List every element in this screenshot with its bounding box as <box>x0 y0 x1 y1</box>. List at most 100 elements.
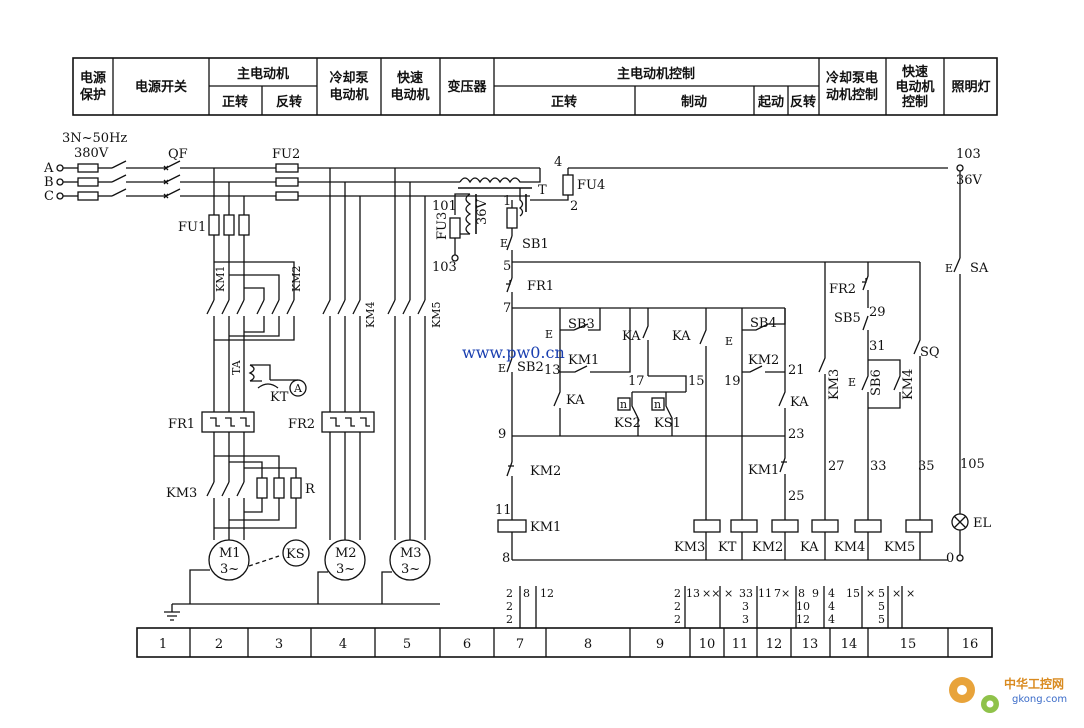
zone-2: 2 <box>215 637 223 652</box>
hdr-lamp: 照明灯 <box>951 79 990 95</box>
hdr-ctrl-start: 起动 <box>757 94 784 110</box>
node-103-right: 103 <box>956 147 981 162</box>
coil-km4: KM4 <box>834 540 865 555</box>
node-33: 33 <box>870 459 887 474</box>
node-105: 105 <box>960 457 985 472</box>
ref-13b-1: 4 <box>828 600 835 613</box>
control-circuit: 4 2 FU4 1 E SB1 5 FR1 7 E SB2 9 <box>495 147 991 566</box>
ref-11a-0: 33 <box>739 587 753 600</box>
hdr-rapid-ctrl-2: 电动机 <box>895 79 934 95</box>
hdr-ctrl-brake: 制动 <box>681 94 707 110</box>
ref-7a-2: 2 <box>506 613 513 626</box>
hdr-coolant-ctrl-2: 动机控制 <box>826 87 878 103</box>
r-label: R <box>305 482 316 497</box>
node-27: 27 <box>828 459 845 474</box>
zone-7: 7 <box>516 637 524 652</box>
ref-11b: 11 <box>758 587 772 600</box>
sb3-e: E <box>545 328 553 341</box>
coil-km5: KM5 <box>884 540 915 555</box>
zone-3: 3 <box>275 637 283 652</box>
v36-label: 36V <box>475 198 490 225</box>
km1-aux-label: KM1 <box>568 353 599 368</box>
hdr-main-rev: 反转 <box>276 94 302 110</box>
sa-e: E <box>945 262 953 275</box>
zone-14: 14 <box>841 637 858 652</box>
ks1-n: n <box>654 398 661 411</box>
sa-label: SA <box>970 261 989 276</box>
m3-label: M3 <box>400 546 422 561</box>
v36b-label: 36V <box>956 173 983 188</box>
coil-kt: KT <box>718 540 737 555</box>
node-11: 11 <box>495 503 512 518</box>
fu3-label: FU3 <box>435 212 450 240</box>
phase-b-label: B <box>44 175 54 190</box>
hdr-power-switch: 电源开关 <box>135 79 187 95</box>
fu1-label: FU1 <box>178 220 206 235</box>
ref-11a-2: 3 <box>742 613 749 626</box>
ks-label: KS <box>286 547 305 562</box>
zone-10: 10 <box>699 637 716 652</box>
km3-aux-label: KM3 <box>827 369 842 400</box>
sb4-e: E <box>725 335 733 348</box>
ref-10d: × <box>724 587 733 600</box>
fr1-ctrl-label: FR1 <box>527 279 554 294</box>
ref-7b: 8 <box>523 587 530 600</box>
km5-main-label: KM5 <box>430 302 443 328</box>
ref-13a: 9 <box>812 587 819 600</box>
km4-main-label: KM4 <box>364 302 377 328</box>
hdr-rapid-motor-2: 电动机 <box>390 87 429 103</box>
kt-label: KT <box>270 390 289 405</box>
contact-references: 2 2 2 8 12 2 2 2 13 ×× × 33 3 3 11 7× 8 … <box>506 586 915 628</box>
sb1-label: SB1 <box>522 237 549 252</box>
coil-km2: KM2 <box>752 540 783 555</box>
gkong-logo: 中华工控网 gkong.com <box>949 676 1067 713</box>
hdr-rapid-ctrl-1: 快速 <box>902 64 928 80</box>
zone-12: 12 <box>766 637 783 652</box>
node-19: 19 <box>724 374 741 389</box>
node-5: 5 <box>503 259 511 274</box>
node-8: 8 <box>502 551 510 566</box>
sb6-e: E <box>848 376 856 389</box>
ref-7a-0: 2 <box>506 587 513 600</box>
zone-8: 8 <box>584 637 592 652</box>
sb1-e: E <box>500 237 508 250</box>
ref-14c-0: 5 <box>878 587 885 600</box>
node-9: 9 <box>498 427 506 442</box>
fr2-main-label: FR2 <box>288 417 315 432</box>
zone-5: 5 <box>403 637 411 652</box>
ref-10a-2: 2 <box>674 613 681 626</box>
ref-12b-1: 10 <box>796 600 810 613</box>
main-circuit: 3N~50Hz 380V A B C QF FU2 <box>43 131 540 621</box>
hdr-main-fwd: 正转 <box>222 94 248 110</box>
ta-label: TA <box>230 359 243 375</box>
node-103-left: 103 <box>432 260 457 275</box>
ref-11a-1: 3 <box>742 600 749 613</box>
km1-nc-label: KM1 <box>748 463 779 478</box>
node-25: 25 <box>788 489 805 504</box>
fu4-label: FU4 <box>577 178 605 193</box>
hdr-coolant-ctrl-1: 冷却泵电 <box>826 70 878 86</box>
sb2-e: E <box>498 362 506 375</box>
ref-7c: 12 <box>540 587 554 600</box>
hdr-coolant-motor-1: 冷却泵 <box>329 70 368 86</box>
header-table: 电源 保护 电源开关 主电动机 正转 反转 冷却泵 电动机 快速 电动机 变压器… <box>72 57 998 116</box>
km2-main-label: KM2 <box>290 266 303 292</box>
ref-12b-0: 8 <box>798 587 805 600</box>
km2-nc-label: KM2 <box>530 464 561 479</box>
logo-cn-text: 中华工控网 <box>1004 676 1064 691</box>
ref-14a: 15 <box>846 587 860 600</box>
ka-aux-4: KA <box>790 395 809 410</box>
sb5-label: SB5 <box>834 311 861 326</box>
ref-12b-2: 12 <box>796 613 810 626</box>
sb2-label: SB2 <box>517 360 544 375</box>
ka-aux-3: KA <box>672 329 691 344</box>
zone-table: 1 2 3 4 5 6 7 8 9 10 11 12 13 14 15 16 <box>136 627 993 658</box>
m1-phase: 3~ <box>220 562 239 577</box>
logo-en-text: gkong.com <box>1012 694 1067 705</box>
node-31: 31 <box>869 339 886 354</box>
hdr-rapid-motor-1: 快速 <box>397 70 423 86</box>
ks2-n: n <box>620 398 627 411</box>
node-35: 35 <box>918 459 935 474</box>
hdr-ctrl-fwd: 正转 <box>551 94 577 110</box>
